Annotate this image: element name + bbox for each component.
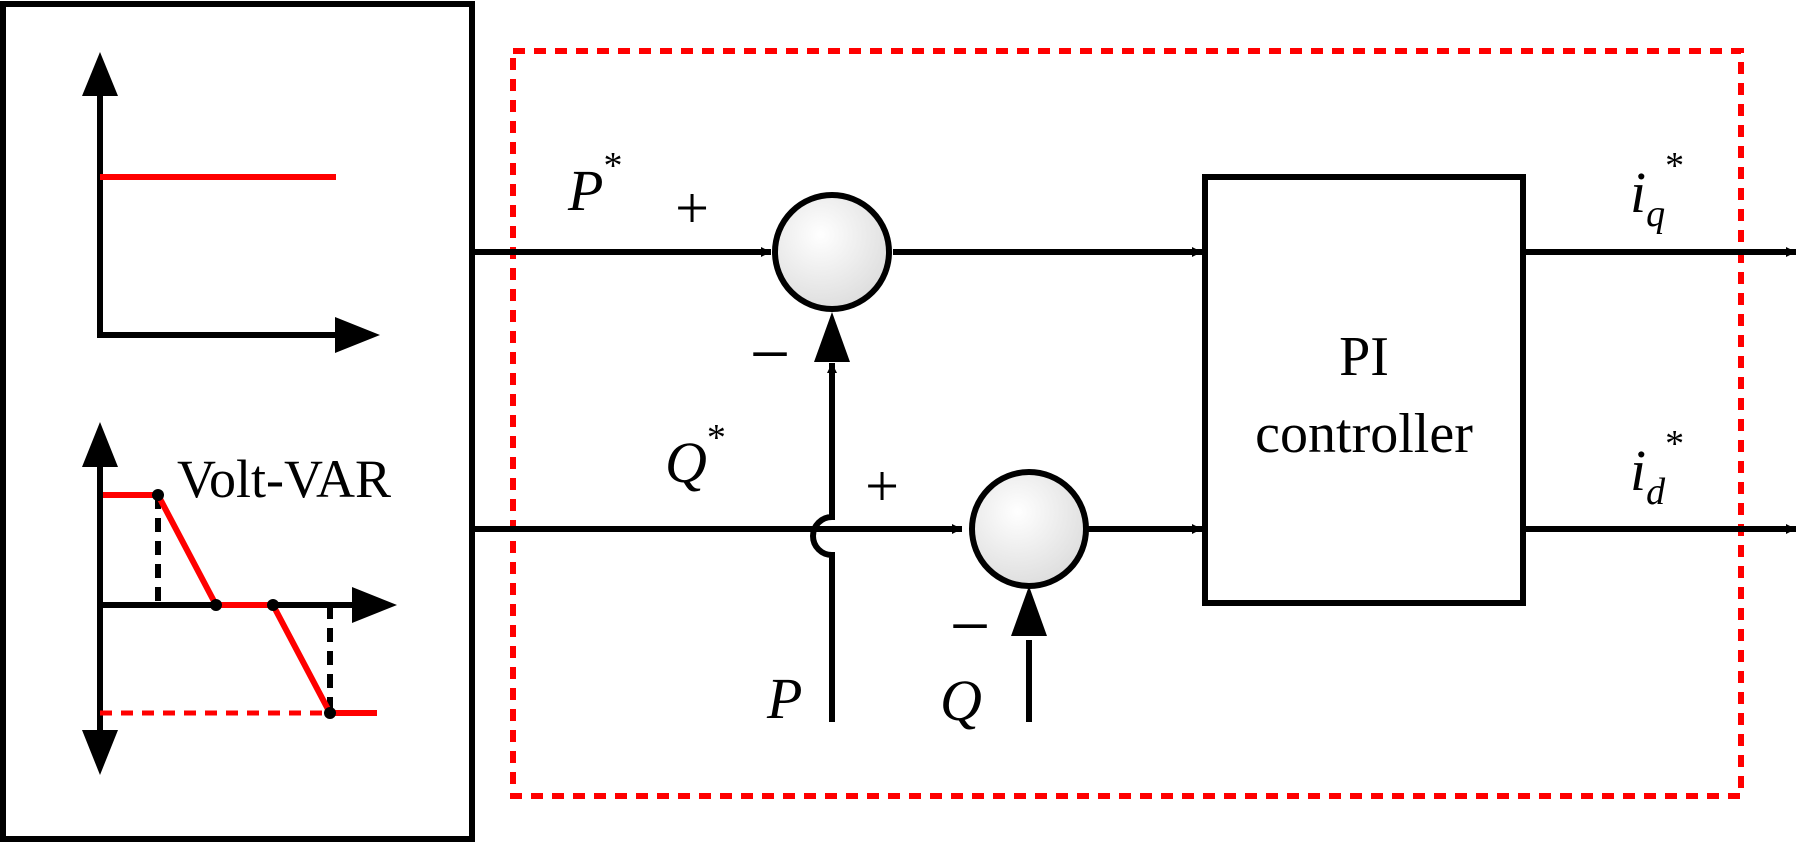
- reference-block: [0, 1, 475, 842]
- q-ref-label: Q*: [665, 417, 726, 495]
- p-feedback-arrowhead: [814, 312, 850, 362]
- vv-plot-y-arrowhead-up: [82, 422, 118, 467]
- vv-plot-x-arrowhead: [352, 587, 397, 623]
- volt-var-label: Volt-VAR: [177, 449, 391, 509]
- vv-point-2: [210, 599, 222, 611]
- q-feedback-arrowhead: [1011, 586, 1047, 636]
- vv-point-1: [152, 489, 164, 501]
- q-summing-junction: [969, 469, 1089, 589]
- controller-boundary: [510, 48, 1744, 799]
- id-output-label: id*: [1630, 423, 1684, 513]
- iq-output-label: iq*: [1630, 145, 1684, 235]
- pi-controller-line1: PI: [1339, 326, 1389, 388]
- p-ref-label: P*: [567, 145, 622, 223]
- vv-plot-y-arrowhead-down: [82, 730, 118, 775]
- p-meas-label: P: [766, 666, 802, 731]
- vv-curve: [103, 492, 377, 716]
- p-plus-sign: +: [675, 175, 709, 241]
- vv-point-3: [267, 599, 279, 611]
- pi-controller-line2: controller: [1255, 403, 1473, 465]
- p-plot-x-arrowhead: [335, 317, 380, 353]
- p-minus-sign: −: [750, 314, 791, 394]
- q-minus-sign: −: [950, 586, 991, 666]
- pi-controller-block: [1202, 174, 1526, 606]
- q-plus-sign: +: [865, 453, 899, 519]
- p-feedback-line: [810, 363, 837, 722]
- p-plot-y-arrowhead: [82, 52, 118, 96]
- q-meas-label: Q: [940, 668, 982, 733]
- p-reference-plot: [82, 52, 380, 353]
- vv-point-4: [324, 707, 336, 719]
- volt-var-plot: Volt-VAR: [82, 422, 397, 775]
- p-summing-junction: [772, 192, 892, 312]
